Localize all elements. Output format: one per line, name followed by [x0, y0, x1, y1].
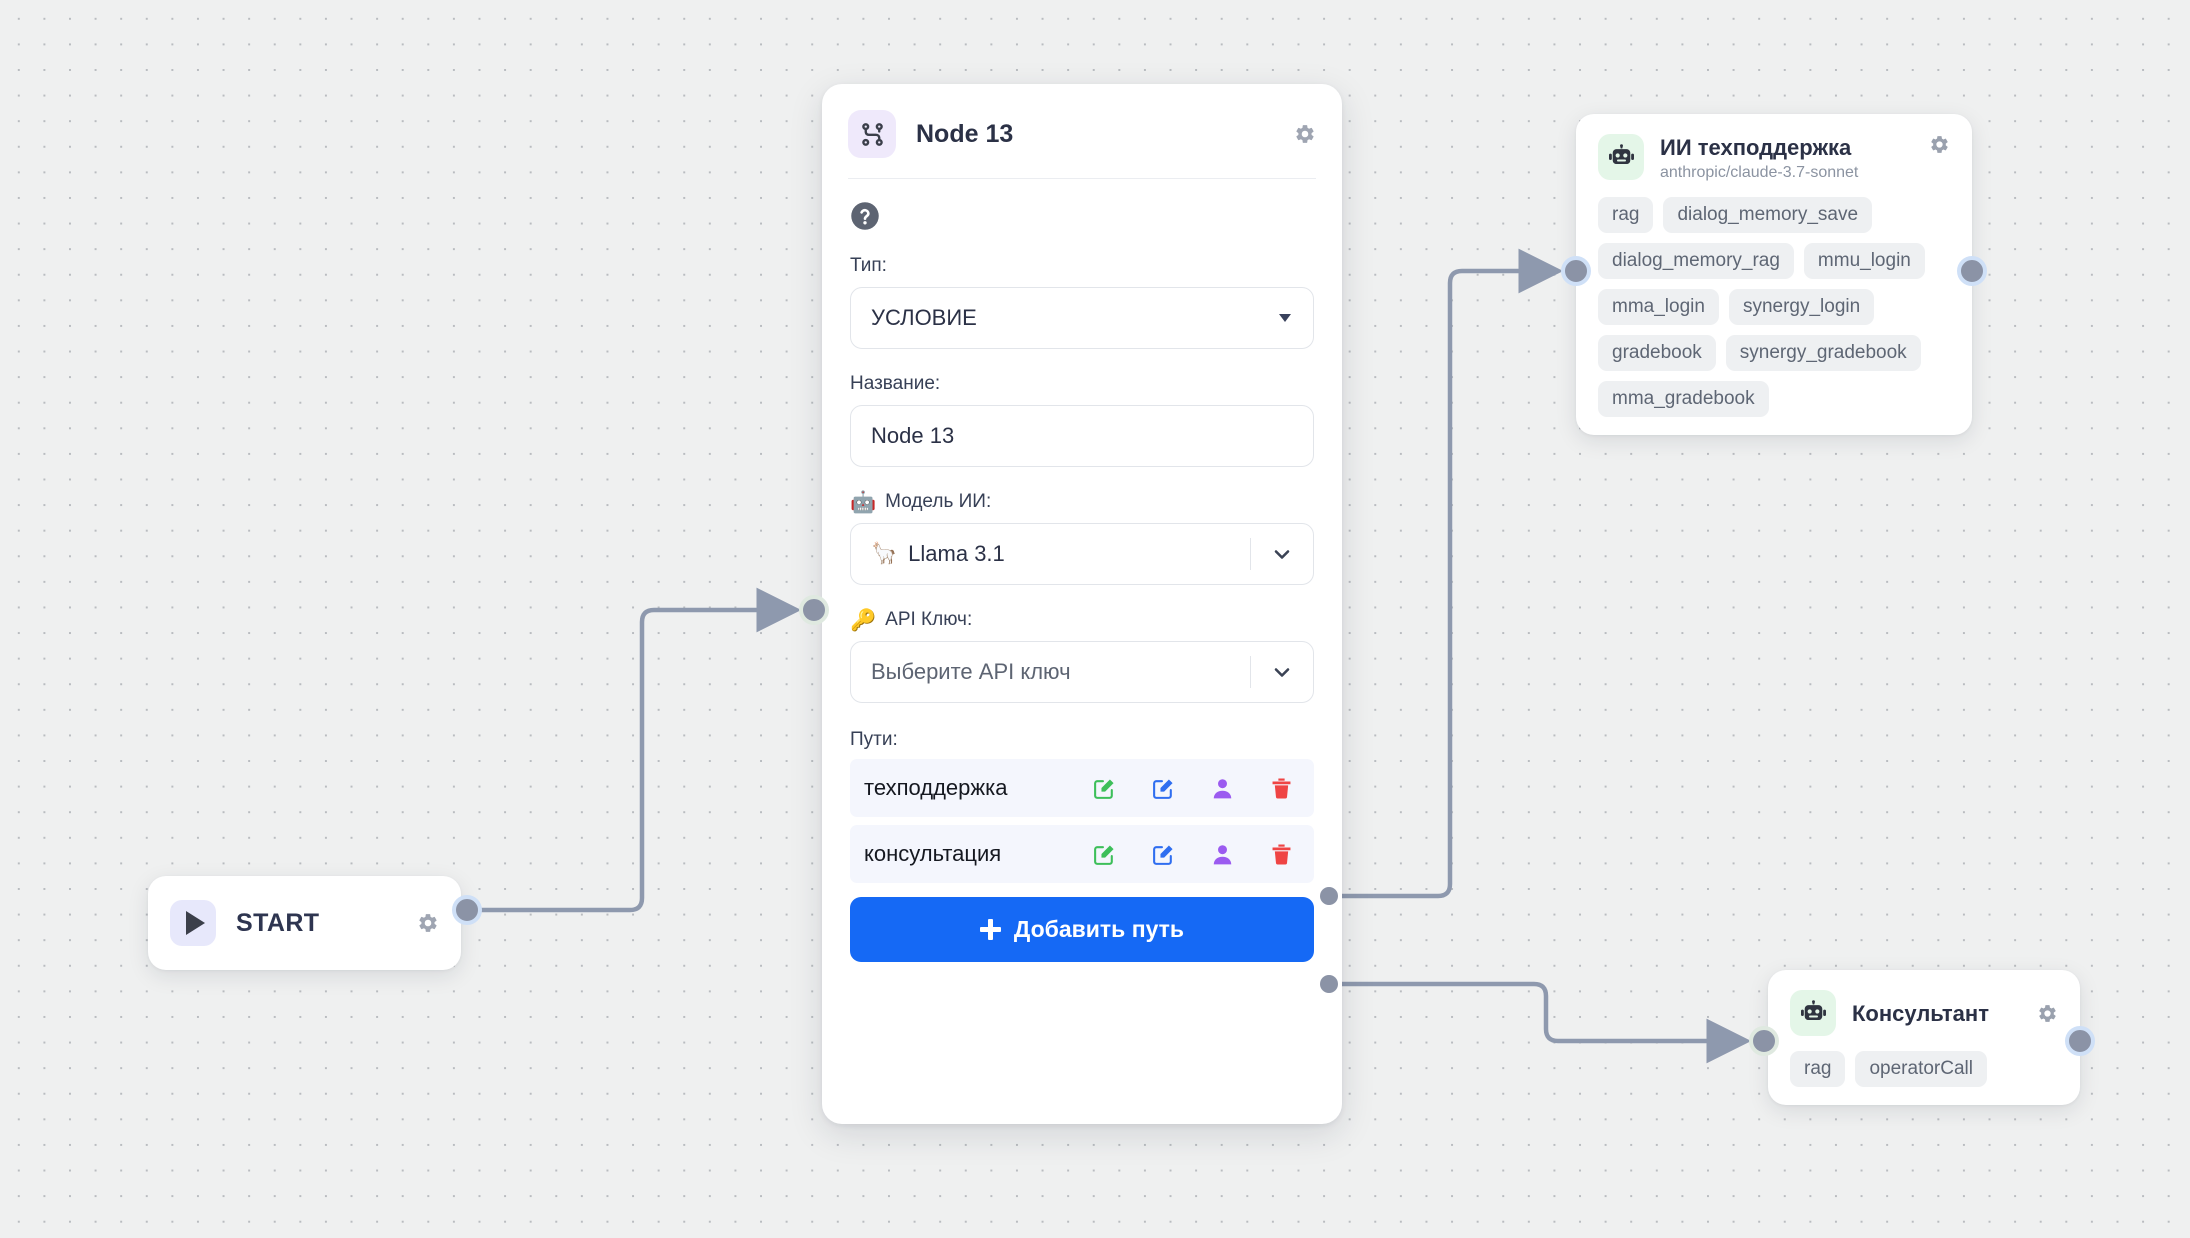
name-input[interactable]: Node 13	[850, 405, 1314, 467]
ai-support-output-port[interactable]	[1957, 256, 1987, 286]
robot-icon	[1598, 134, 1644, 180]
ai-support-title: ИИ техподдержка	[1660, 135, 1852, 160]
chevron-down-icon	[1270, 660, 1294, 684]
llama-emoji-icon: 🦙	[871, 542, 898, 565]
trash-red-icon[interactable]	[1269, 776, 1294, 801]
apikey-field-label: 🔑 API Ключ:	[850, 609, 1314, 631]
type-label-text: Тип:	[850, 255, 887, 276]
start-node-title: START	[236, 908, 320, 937]
path1-output-port[interactable]	[1320, 887, 1338, 905]
key-emoji-icon: 🔑	[850, 608, 877, 632]
edge-path2-to-consultant	[1330, 981, 1752, 1064]
tag: synergy_login	[1728, 289, 1875, 326]
editor-input-port[interactable]	[799, 595, 829, 625]
robot-emoji-icon: 🤖	[850, 490, 877, 514]
tag: operatorCall	[1855, 1051, 1987, 1087]
type-select-value: УСЛОВИЕ	[871, 305, 977, 330]
trash-red-icon[interactable]	[1269, 842, 1294, 867]
tag: synergy_gradebook	[1725, 335, 1921, 372]
tag: mma_login	[1598, 289, 1719, 326]
start-node[interactable]: START	[148, 876, 461, 970]
tag: rag	[1790, 1051, 1846, 1087]
branch-icon	[848, 110, 896, 158]
header-divider	[848, 178, 1316, 179]
editor-node[interactable]: Node 13 Тип: УСЛОВИЕ Назв	[822, 84, 1342, 1124]
consultant-output-port[interactable]	[2065, 1026, 2095, 1056]
play-icon	[170, 900, 216, 946]
select-divider	[1249, 538, 1251, 570]
apikey-label-text: API Ключ:	[885, 609, 973, 630]
path-row[interactable]: техподдержка	[850, 759, 1314, 817]
edge-path1-to-ai-support	[1330, 248, 1564, 899]
edit-green-icon[interactable]	[1092, 842, 1117, 867]
model-select-value: Llama 3.1	[908, 541, 1005, 566]
path-name: консультация	[864, 841, 1002, 866]
name-input-value: Node 13	[871, 423, 955, 448]
tag: mma_gradebook	[1598, 381, 1769, 418]
editor-body: Тип: УСЛОВИЕ Название: Node 13 🤖 Модель …	[822, 179, 1342, 988]
person-purple-icon[interactable]	[1210, 776, 1235, 801]
path-name: техподдержка	[864, 775, 1008, 800]
person-purple-icon[interactable]	[1210, 842, 1235, 867]
apikey-select[interactable]: Выберите API ключ	[850, 641, 1314, 703]
edge-start-to-node13	[464, 587, 802, 913]
start-output-port[interactable]	[452, 895, 482, 925]
gear-icon[interactable]	[1929, 134, 1950, 155]
edit-blue-icon[interactable]	[1151, 842, 1176, 867]
name-label-text: Название:	[850, 373, 941, 394]
ai-support-input-port[interactable]	[1561, 256, 1591, 286]
consultant-title: Консультант	[1852, 1000, 1989, 1026]
type-field-label: Тип:	[850, 255, 1314, 277]
consultant-node[interactable]: Консультант rag operatorCall	[1768, 970, 2080, 1105]
add-path-button[interactable]: Добавить путь	[850, 897, 1314, 962]
gear-icon[interactable]	[1294, 123, 1316, 145]
tag: rag	[1598, 197, 1654, 234]
tag: dialog_memory_save	[1663, 197, 1873, 234]
model-select[interactable]: 🦙 Llama 3.1	[850, 523, 1314, 585]
plus-icon	[979, 919, 1001, 940]
consultant-tag-list: rag operatorCall	[1790, 1051, 2058, 1087]
model-label-text: Модель ИИ:	[885, 491, 992, 512]
chevron-down-icon	[1270, 542, 1294, 566]
edit-green-icon[interactable]	[1092, 776, 1117, 801]
editor-header: Node 13	[822, 84, 1342, 158]
paths-section-label: Пути:	[850, 729, 898, 750]
ai-support-header: ИИ техподдержка anthropic/claude-3.7-son…	[1598, 134, 1950, 182]
ai-support-node[interactable]: ИИ техподдержка anthropic/claude-3.7-son…	[1576, 114, 1972, 436]
help-circle-icon[interactable]	[850, 201, 880, 231]
robot-icon	[1790, 990, 1836, 1036]
gear-icon[interactable]	[417, 912, 439, 934]
edit-blue-icon[interactable]	[1151, 776, 1176, 801]
ai-support-tag-list: rag dialog_memory_save dialog_memory_rag…	[1598, 197, 1950, 418]
editor-node-title: Node 13	[916, 119, 1014, 148]
consultant-input-port[interactable]	[1749, 1026, 1779, 1056]
ai-support-subtitle: anthropic/claude-3.7-sonnet	[1660, 164, 1859, 182]
tag: dialog_memory_rag	[1598, 243, 1794, 280]
path2-output-port[interactable]	[1320, 975, 1338, 993]
apikey-select-placeholder: Выберите API ключ	[871, 659, 1071, 684]
select-divider	[1249, 656, 1251, 688]
caret-down-icon	[1279, 314, 1291, 322]
path-row[interactable]: консультация	[850, 825, 1314, 883]
add-path-label: Добавить путь	[1013, 916, 1185, 942]
gear-icon[interactable]	[2037, 1003, 2058, 1024]
tag: mmu_login	[1803, 243, 1925, 280]
model-field-label: 🤖 Модель ИИ:	[850, 491, 1314, 513]
tag: gradebook	[1598, 335, 1716, 372]
consultant-header: Консультант	[1790, 990, 2058, 1036]
type-select[interactable]: УСЛОВИЕ	[850, 287, 1314, 349]
name-field-label: Название:	[850, 373, 1314, 395]
